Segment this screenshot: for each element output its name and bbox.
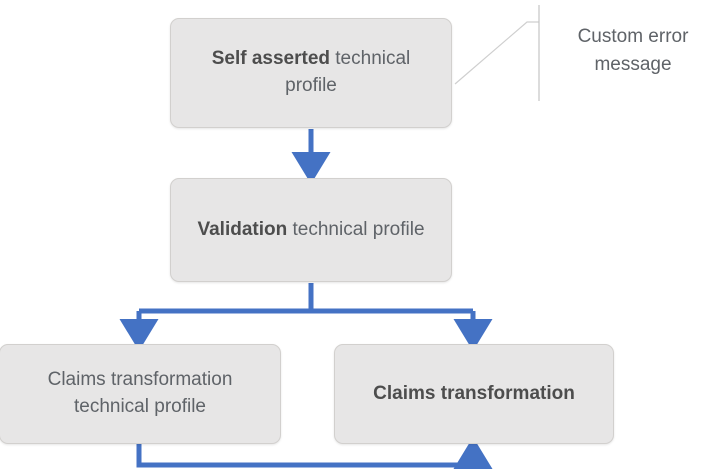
node-validation-strong-text: Validation (197, 218, 288, 240)
callout-custom-error-message: Custom error message (553, 23, 713, 78)
connector-validation-branch (119, 283, 493, 351)
node-claims-transformation-technical-profile[interactable]: Claims transformation technical profile (0, 344, 281, 444)
callout-leader-line (454, 5, 540, 101)
connector-claims-tp-to-claims-transformation (136, 437, 493, 470)
node-claims-transformation-text: Claims transformation (373, 382, 575, 404)
node-claims-transformation-technical-profile-text: Claims transformation technical profile (47, 369, 233, 417)
node-self-asserted-text: Self asserted technical profile (185, 46, 437, 100)
node-claims-transformation[interactable]: Claims transformation (334, 344, 614, 444)
node-self-asserted-normal-text: technical profile (285, 48, 411, 96)
node-validation-technical-profile[interactable]: Validation technical profile (170, 178, 452, 282)
callout-label-line-2: message (594, 53, 672, 75)
node-self-asserted-technical-profile[interactable]: Self asserted technical profile (170, 18, 452, 128)
callout-label-line-1: Custom error (577, 26, 689, 47)
node-self-asserted-strong-text: Self asserted (211, 48, 330, 70)
node-validation-normal-text: technical profile (287, 218, 425, 240)
node-validation-text: Validation technical profile (197, 217, 424, 244)
